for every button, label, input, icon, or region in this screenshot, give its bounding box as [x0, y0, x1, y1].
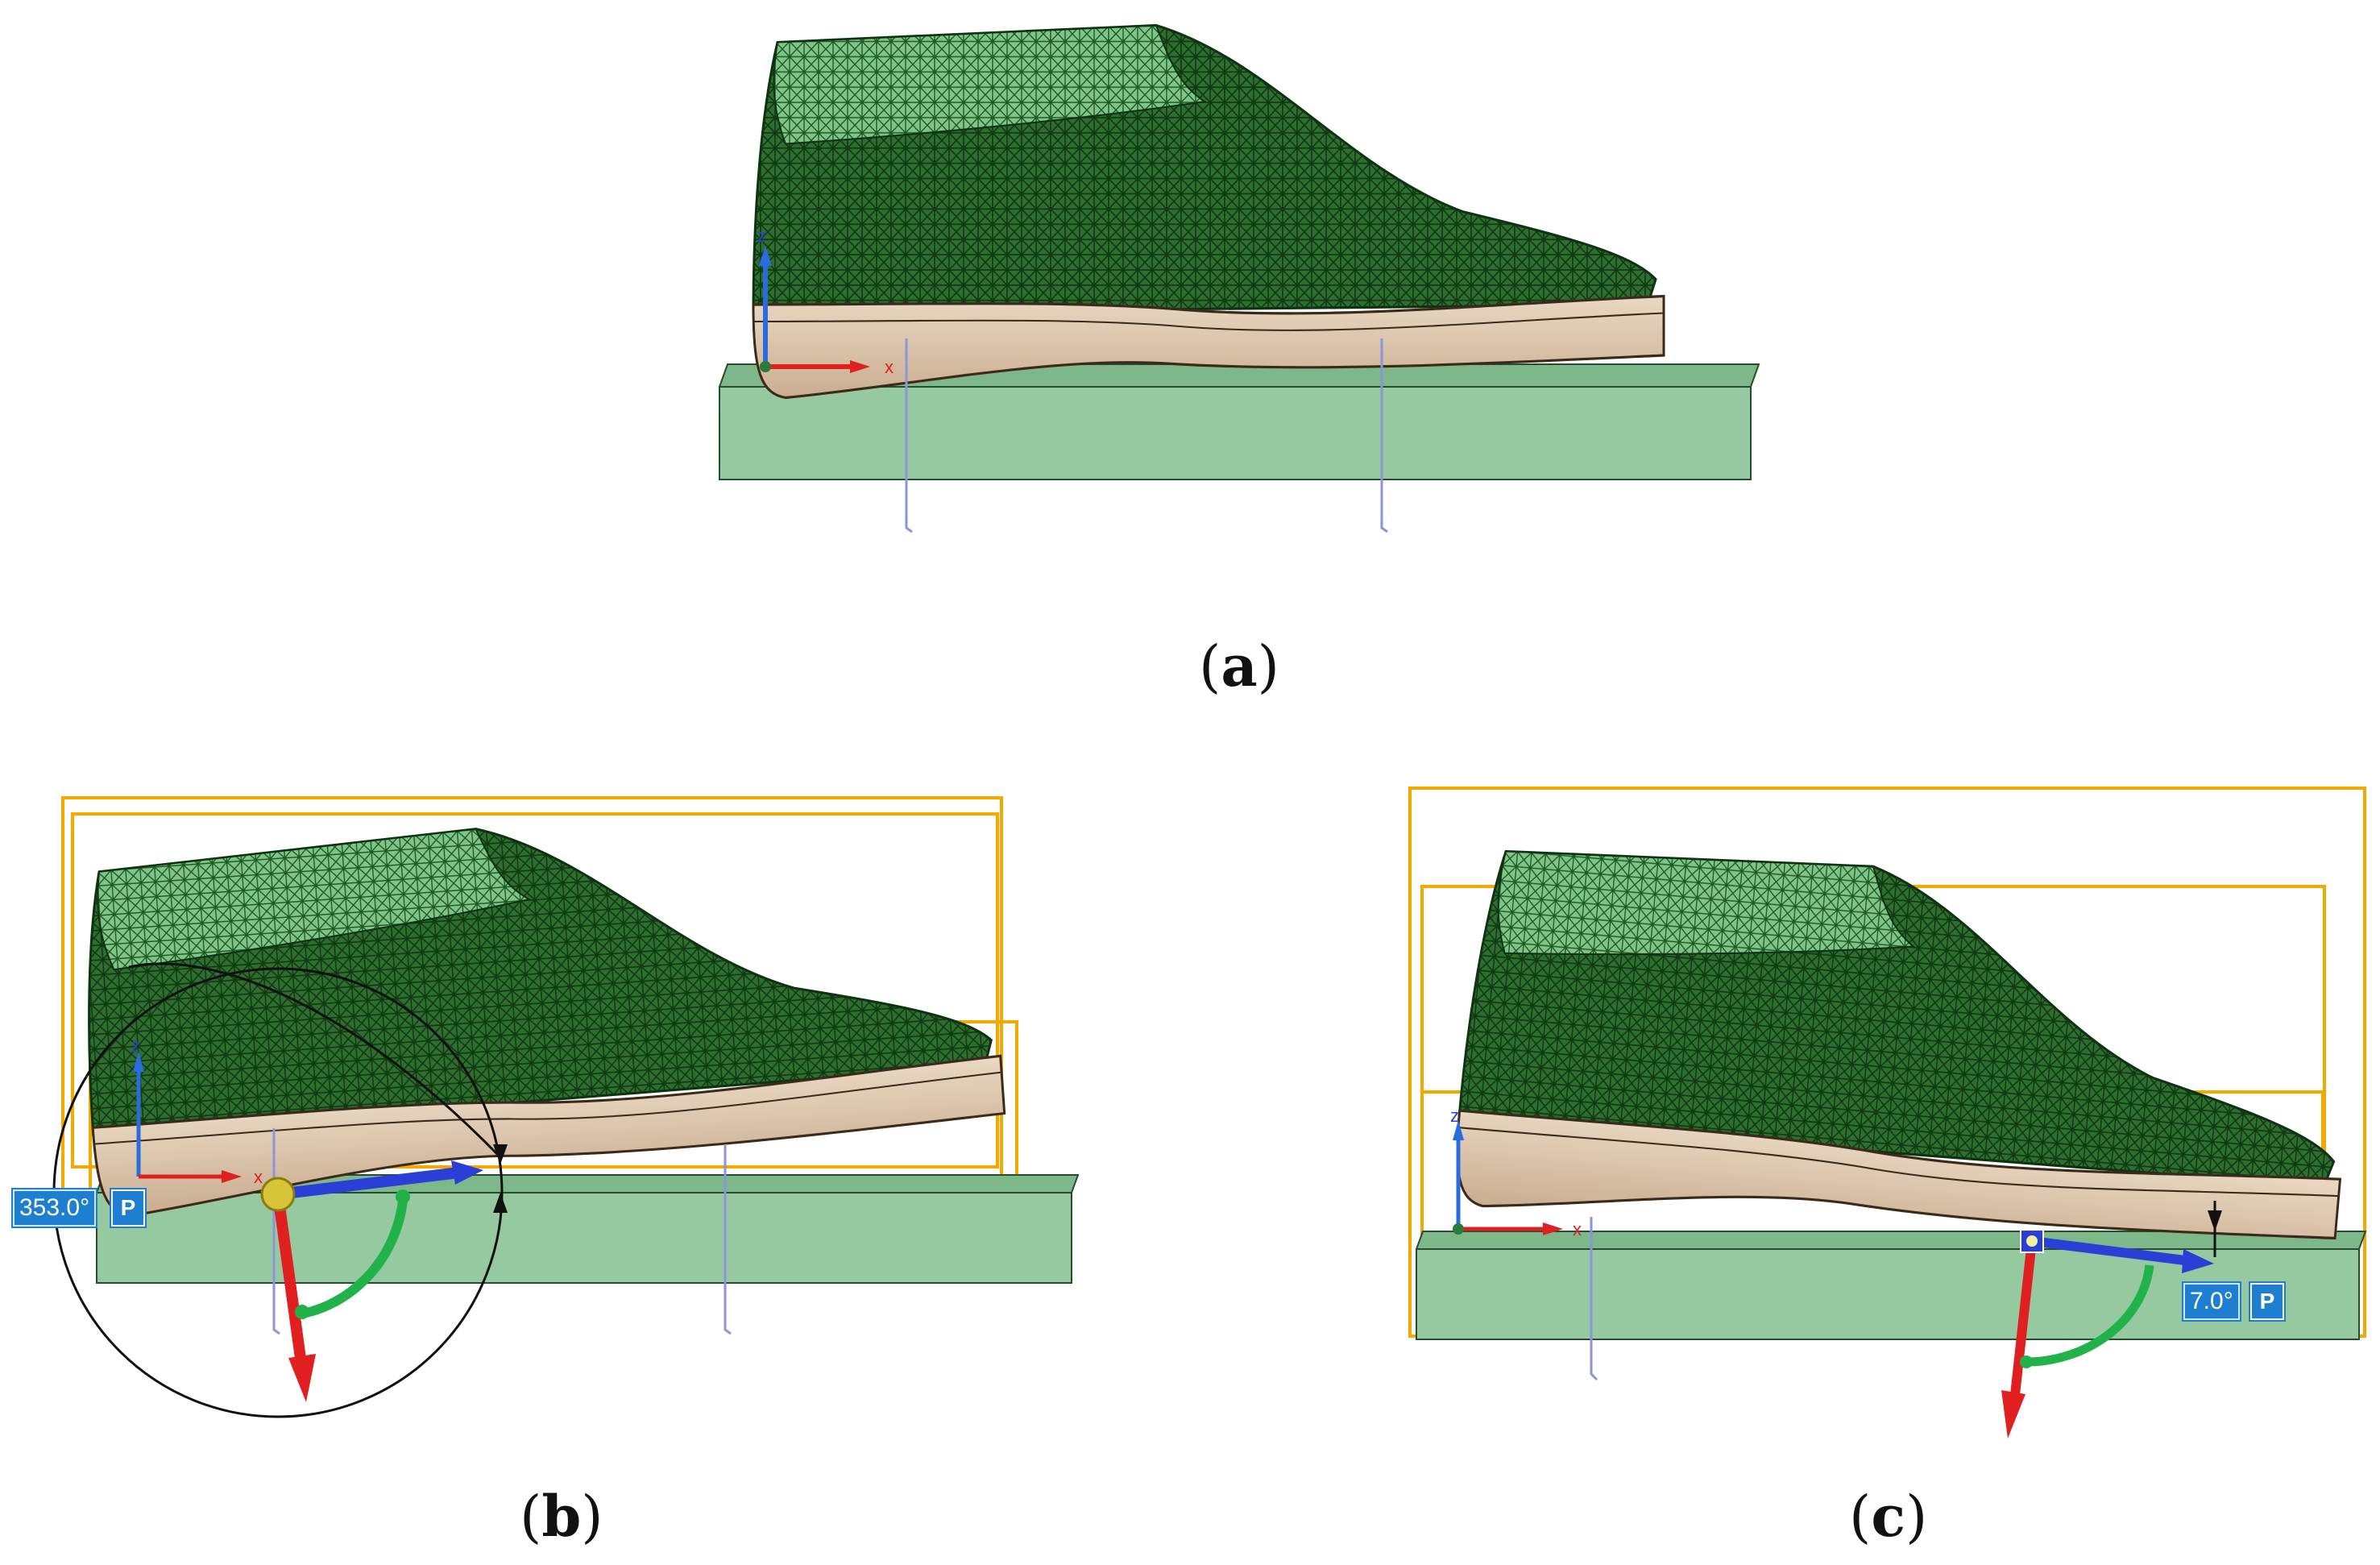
axis-triad-c: x z: [1450, 1106, 1582, 1239]
shoe-b: [73, 792, 1009, 1219]
angle-input-b[interactable]: 353.0°: [13, 1189, 97, 1227]
axis-x-label-b: x: [254, 1167, 263, 1187]
angle-arc-b: [128, 962, 501, 1158]
axis-z-label-a: z: [757, 226, 766, 246]
axis-z-label-c: z: [1450, 1106, 1459, 1126]
pivot-handle-b[interactable]: [260, 1177, 296, 1212]
shoe-c: [1450, 831, 2365, 1282]
axis-z-label-b: z: [131, 1036, 140, 1056]
platform-c: [1415, 1231, 2367, 1340]
rotate-gizmo-b[interactable]: [260, 1160, 483, 1402]
mode-toggle-b[interactable]: P: [111, 1189, 145, 1227]
axis-x-label-a: x: [885, 357, 894, 377]
angle-input-c[interactable]: 7.0°: [2183, 1283, 2240, 1320]
shoe-a: [752, 23, 1665, 400]
panel-b: x z: [52, 792, 1080, 1418]
axis-triad-b: x z: [131, 1036, 263, 1187]
marker-line-a1: [905, 338, 913, 533]
axis-x-label-c: x: [1573, 1219, 1582, 1239]
axis-triad-a: x z: [757, 226, 894, 377]
rotate-gizmo-c[interactable]: [2001, 1229, 2214, 1438]
panel-c: x z: [1408, 787, 2367, 1438]
marker-line-a2: [1380, 338, 1388, 533]
panel-a: x z: [719, 23, 1760, 533]
caption-c: (c): [1849, 1483, 1928, 1550]
caption-b: (b): [520, 1483, 603, 1550]
mode-toggle-c[interactable]: P: [2250, 1283, 2284, 1320]
caption-a: (a): [1199, 633, 1279, 699]
pivot-handle-c[interactable]: [2020, 1229, 2044, 1253]
